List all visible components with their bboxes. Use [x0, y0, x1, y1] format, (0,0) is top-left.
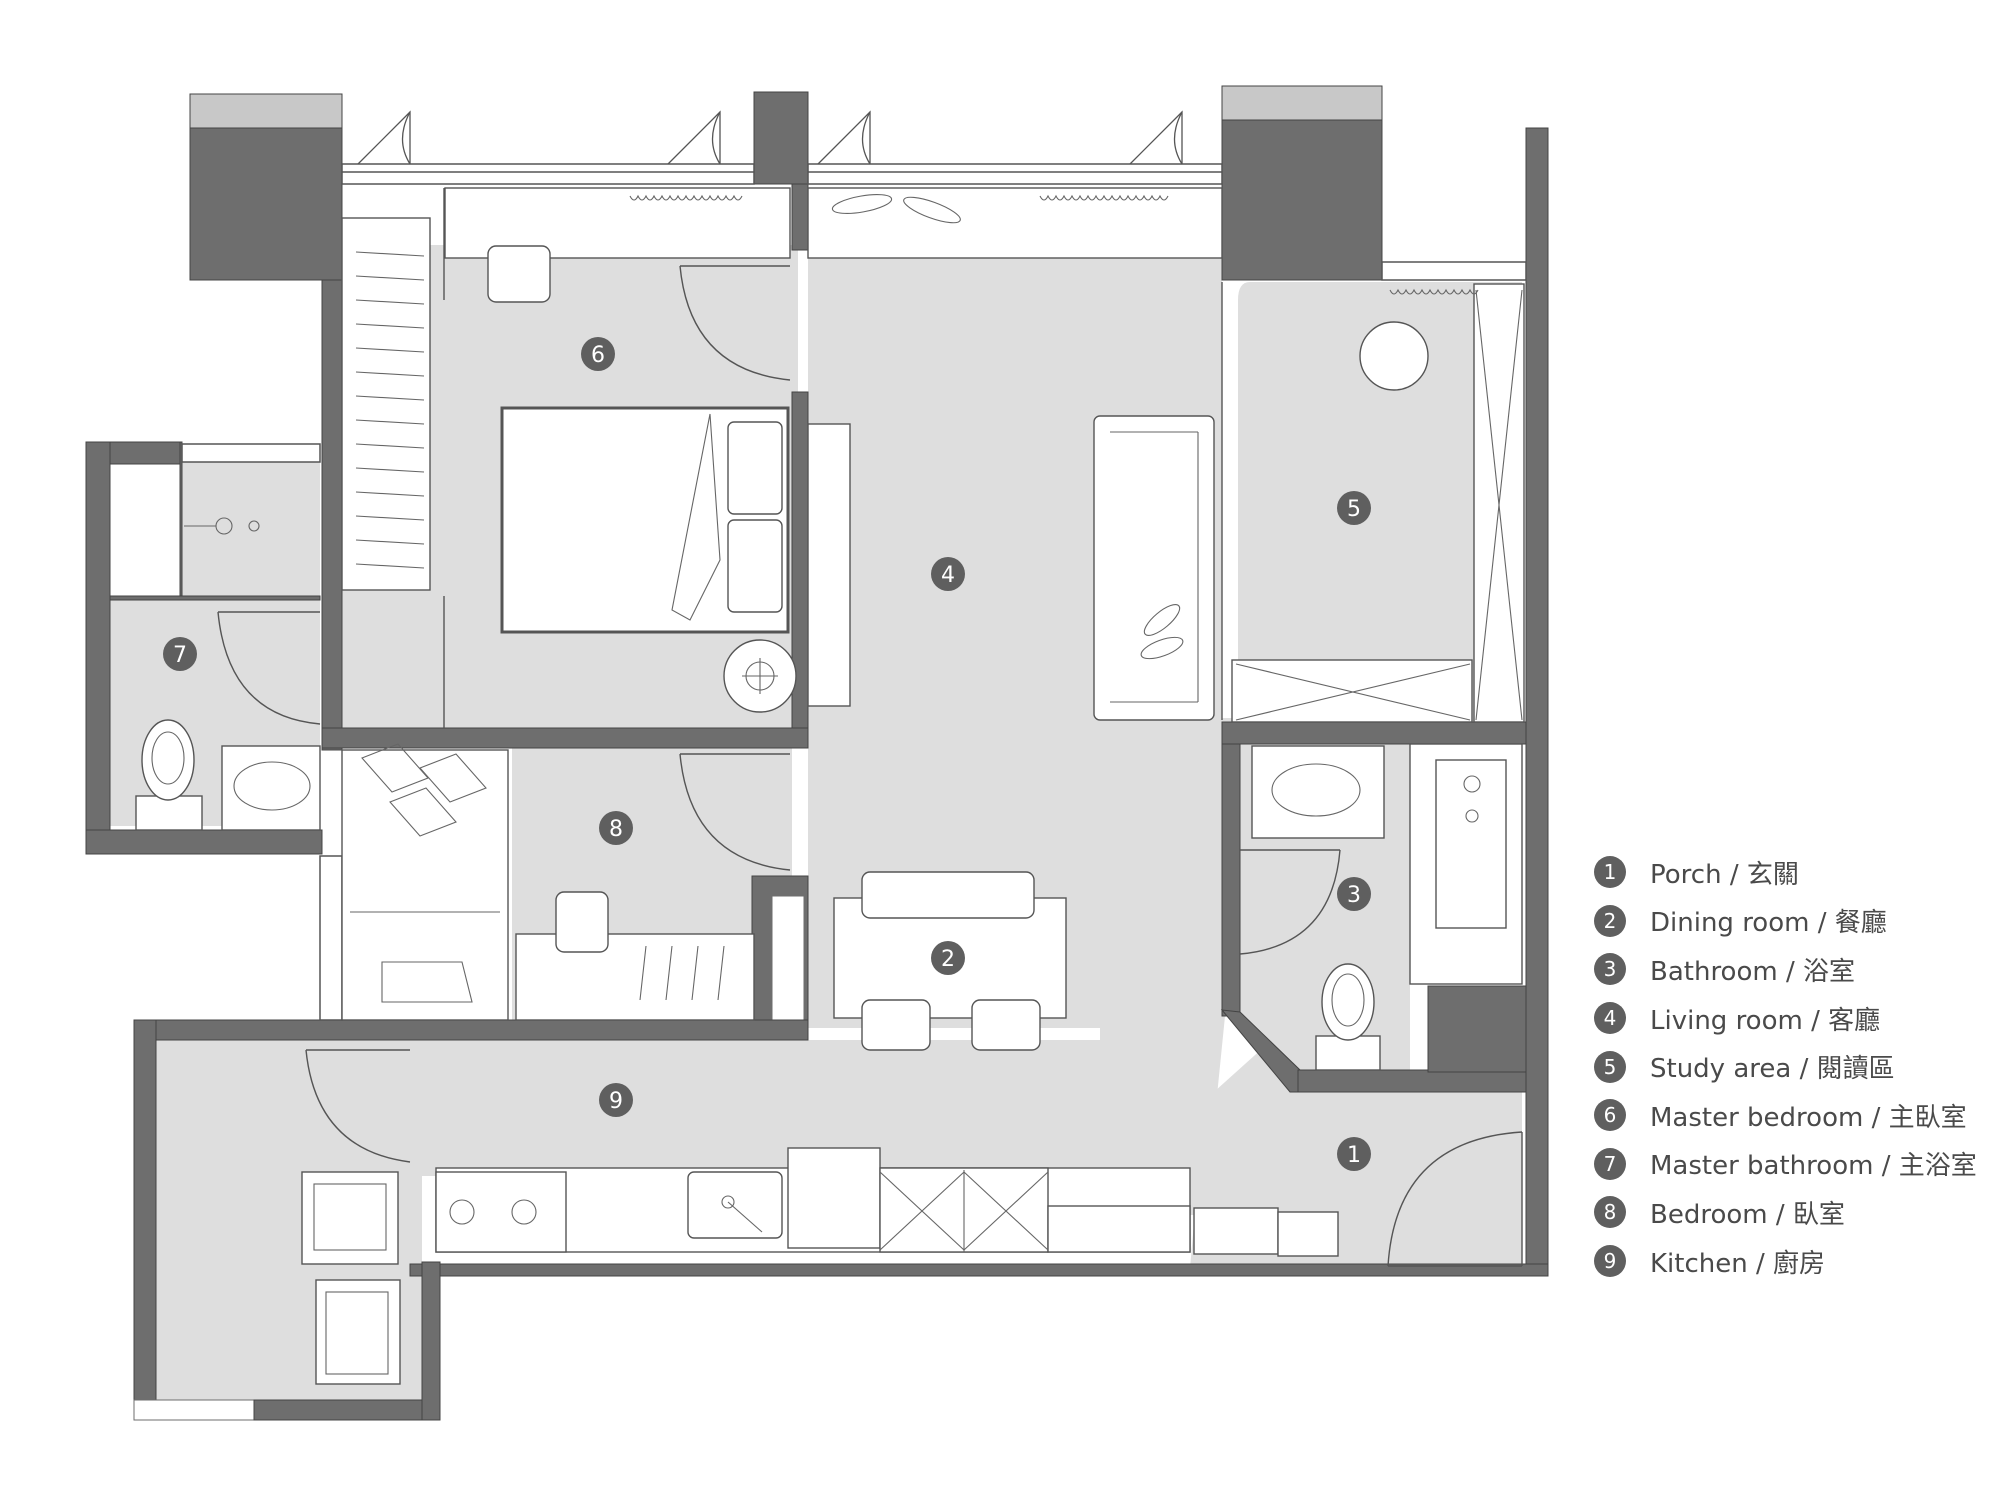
- legend-label: Master bedroom / 主臥室: [1650, 1102, 1967, 1133]
- chair-icon: [861, 871, 1035, 919]
- room-marker-8: 8: [599, 811, 633, 845]
- doors: [217, 265, 1523, 1267]
- door-swing-icon: [217, 611, 321, 725]
- legend-item: 2 Dining room / 餐廳: [1594, 897, 1977, 946]
- legend-number: 1: [1594, 856, 1626, 889]
- door-swing-icon: [679, 753, 791, 871]
- chair-icon: [971, 999, 1041, 1051]
- room-marker-4: 4: [931, 557, 965, 591]
- washer-icon: [315, 1279, 401, 1385]
- legend-label: Bathroom / 浴室: [1650, 956, 1855, 987]
- room-marker-5: 5: [1337, 491, 1371, 525]
- window-arcs: [357, 110, 1183, 165]
- walls: [85, 85, 1549, 1421]
- sofa-icon: [1093, 415, 1215, 721]
- room-markers: 1 2 3 4 5 6 7 8 9: [163, 337, 1371, 1171]
- legend-label: Bedroom / 臥室: [1650, 1199, 1845, 1230]
- room-marker-2: 2: [931, 941, 965, 975]
- curtain-icon: [807, 187, 1223, 259]
- legend-number: 4: [1594, 1002, 1626, 1035]
- chair-icon: [555, 891, 609, 953]
- svg-text:3: 3: [1347, 883, 1361, 908]
- chair-icon: [861, 999, 931, 1051]
- door-swing-icon: [305, 1049, 411, 1163]
- floor-areas: [110, 245, 1522, 1420]
- legend-label: Porch / 玄關: [1650, 859, 1799, 890]
- svg-text:7: 7: [173, 643, 187, 668]
- bed-icon: [341, 749, 509, 1021]
- room-marker-7: 7: [163, 637, 197, 671]
- room-marker-9: 9: [599, 1083, 633, 1117]
- sink-icon: [1251, 745, 1385, 839]
- room-marker-3: 3: [1337, 877, 1371, 911]
- legend-label: Kitchen / 廚房: [1650, 1248, 1826, 1279]
- legend-label: Study area / 閱讀區: [1650, 1054, 1895, 1085]
- door-swing-icon: [679, 265, 791, 381]
- room-marker-6: 6: [581, 337, 615, 371]
- svg-text:1: 1: [1347, 1143, 1361, 1168]
- legend-number: 7: [1594, 1147, 1626, 1180]
- legend-label: Master bathroom / 主浴室: [1650, 1151, 1977, 1182]
- legend-label: Living room / 客廳: [1650, 1005, 1881, 1036]
- legend-item: 7 Master bathroom / 主浴室: [1594, 1140, 1977, 1189]
- sink-icon: [221, 745, 321, 831]
- svg-text:5: 5: [1347, 497, 1361, 522]
- stove-icon: [435, 1171, 567, 1253]
- legend-item: 3 Bathroom / 浴室: [1594, 945, 1977, 994]
- toilet-icon: [135, 795, 203, 831]
- legend-item: 5 Study area / 閱讀區: [1594, 1042, 1977, 1091]
- washer-icon: [301, 1171, 399, 1265]
- furniture-details: [151, 194, 1523, 1375]
- chair-icon: [1359, 321, 1429, 391]
- legend-number: 2: [1594, 904, 1626, 937]
- furniture: [135, 187, 1525, 1385]
- svg-text:2: 2: [941, 947, 955, 972]
- wardrobe-icon: [341, 217, 431, 591]
- door-swing-icon: [1387, 1131, 1523, 1267]
- svg-text:6: 6: [591, 343, 605, 368]
- sink-icon: [687, 1171, 783, 1239]
- legend-item: 9 Kitchen / 廚房: [1594, 1237, 1977, 1286]
- svg-text:4: 4: [941, 563, 955, 588]
- legend-number: 3: [1594, 953, 1626, 986]
- study-area-floor: [1238, 282, 1522, 722]
- master-bathroom-upper-floor: [180, 462, 320, 598]
- legend-item: 1 Porch / 玄關: [1594, 848, 1977, 897]
- legend-item: 8 Bedroom / 臥室: [1594, 1188, 1977, 1237]
- room-marker-1: 1: [1337, 1137, 1371, 1171]
- svg-text:8: 8: [609, 817, 623, 842]
- svg-text:9: 9: [609, 1089, 623, 1114]
- legend-number: 6: [1594, 1099, 1626, 1132]
- windows: [181, 163, 1527, 1021]
- wardrobe-icon: [1473, 283, 1525, 723]
- legend-number: 9: [1594, 1245, 1626, 1278]
- legend-number: 8: [1594, 1196, 1626, 1229]
- legend-item: 6 Master bedroom / 主臥室: [1594, 1091, 1977, 1140]
- partitions: [443, 188, 1223, 728]
- toilet-icon: [1315, 1035, 1381, 1071]
- legend-label: Dining room / 餐廳: [1650, 908, 1887, 939]
- legend-number: 5: [1594, 1050, 1626, 1083]
- room-legend: 1 Porch / 玄關 2 Dining room / 餐廳 3 Bathroom …: [1594, 848, 1977, 1285]
- legend-item: 4 Living room / 客廳: [1594, 994, 1977, 1043]
- door-swing-icon: [1239, 849, 1341, 955]
- chair-icon: [487, 245, 551, 303]
